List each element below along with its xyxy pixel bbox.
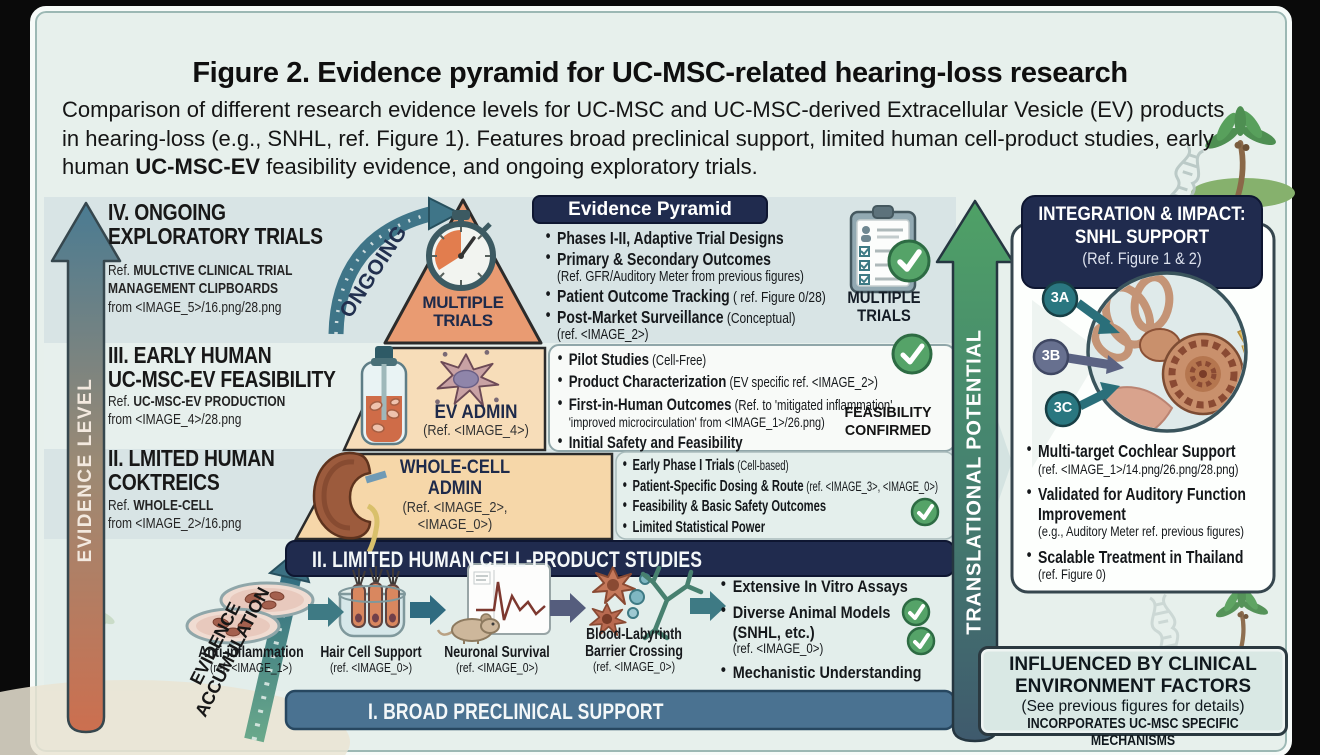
figure-subtitle: Comparison of different research evidenc… [62,96,1242,182]
bullet-item: Diverse Animal Models (SNHL, etc.) (ref.… [720,601,965,657]
level4-bullet-list: Phases I-II, Adaptive Trial Designs Prim… [545,227,925,345]
bullet-item: Extensive In Vitro Assays [720,575,965,597]
bullet-item: Early Phase I Trials (Cell-based) [622,455,951,475]
evidence-pyramid-banner: Evidence Pyramid [568,199,732,220]
clinical-box-line2: ENVIRONMENT FACTORS [1014,676,1252,698]
section-ii-ref: Ref. WHOLE-CELL from <IMAGE_2>/16.png [108,497,242,533]
chain-label-anti-inflammation: Anti-inflammation (ref. <IMAGE_1>) [198,644,304,676]
figure-title: Figure 2. Evidence pyramid for UC-MSC-re… [192,57,1128,89]
callout-badge-3a: 3A [1050,290,1070,306]
bullet-item: Scalable Treatment in Thailand (ref. Fig… [1026,546,1278,583]
pyramid-top-label: MULTIPLE TRIALS [422,293,504,331]
level2-bullet-list: Early Phase I Trials (Cell-based) Patien… [622,455,951,539]
subtitle-text: Comparison of different research evidenc… [62,97,1225,180]
clinical-box-line1: INFLUENCED BY CLINICAL [1009,654,1257,675]
integration-panel-header: INTEGRATION & IMPACT: SNHL SUPPORT (Ref.… [1038,203,1246,268]
subtitle-text: feasibility evidence, and ongoing explor… [260,154,758,180]
bullet-item: Primary & Secondary Outcomes (Ref. GFR/A… [545,248,925,286]
section-iii-ref: Ref. UC-MSC-EV PRODUCTION from <IMAGE_4>… [108,393,286,429]
bullet-item: Product Characterization (EV specific re… [557,370,947,392]
section-iv-heading: IV. ONGOING EXPLORATORY TRIALS [108,199,323,249]
section-iv-ref: Ref. MULCTIVE CLINICAL TRIAL MANAGEMENT … [108,262,293,316]
bullet-item: Patient-Specific Dosing & Route (ref. <I… [622,476,951,496]
clinical-box-line4: INCORPORATES UC-MSC SPECIFIC MECHANISMS [1027,716,1239,749]
chain-label-blood-labyrinth: Blood-Labyrinth Barrier Crossing (ref. <… [585,626,683,675]
subtitle-bold-text: UC-MSC-EV [135,154,261,180]
feasibility-confirmed-badge: FEASIBILITY CONFIRMED [844,404,932,439]
multiple-trials-caption: MULTIPLE TRIALS [847,289,921,325]
bullet-item: Phases I-II, Adaptive Trial Designs [545,227,925,249]
bullet-item: Mechanistic Understanding [720,661,965,683]
chain-label-neuronal-survival: Neuronal Survival (ref. <IMAGE_0>) [444,644,550,676]
callout-badge-3c: 3C [1053,400,1073,416]
callout-badge-3b: 3B [1041,348,1061,364]
band-broad-preclinical-support: I. BROAD PRECLINICAL SUPPORT [368,699,664,724]
bullet-item: Pilot Studies (Cell-Free) [557,348,947,370]
band-limited-human-cell-product: II. LIMITED HUMAN CELL-PRODUCT STUDIES [312,547,703,572]
section-ii-heading: II. LMITED HUMAN COKTREICS [108,445,275,495]
bullet-item: Validated for Auditory Function Improvem… [1026,483,1278,540]
bullet-item: Limited Statistical Power [622,517,951,537]
clinical-box-line3: (See previous figures for details) [1021,698,1245,716]
ev-admin-label: EV ADMIN [434,402,518,423]
whole-cell-admin-ref: (Ref. <IMAGE_2>, <IMAGE_0>) [402,500,508,533]
section-iii-heading: III. EARLY HUMAN UC-MSC-EV FEASIBILITY [108,342,336,392]
clinical-environment-box: INFLUENCED BY CLINICAL ENVIRONMENT FACTO… [978,646,1288,749]
bullet-item: Feasibility & Basic Safety Outcomes [622,496,951,516]
integration-bullet-list: Multi-target Cochlear Support (ref. <IMA… [1026,440,1278,591]
bullet-item: Multi-target Cochlear Support (ref. <IMA… [1026,440,1278,477]
level1-bullet-list: Extensive In Vitro Assays Diverse Animal… [720,575,965,689]
evidence-level-axis-label: EVIDENCE LEVEL [75,377,96,563]
translational-potential-label: TRANSLATIONAL POTENTIAL [963,329,986,635]
whole-cell-admin-label: WHOLE-CELL ADMIN [399,457,511,499]
ev-admin-ref: (Ref. <IMAGE_4>) [423,423,529,439]
chain-label-hair-cell-support: Hair Cell Support (ref. <IMAGE_0>) [320,644,422,676]
